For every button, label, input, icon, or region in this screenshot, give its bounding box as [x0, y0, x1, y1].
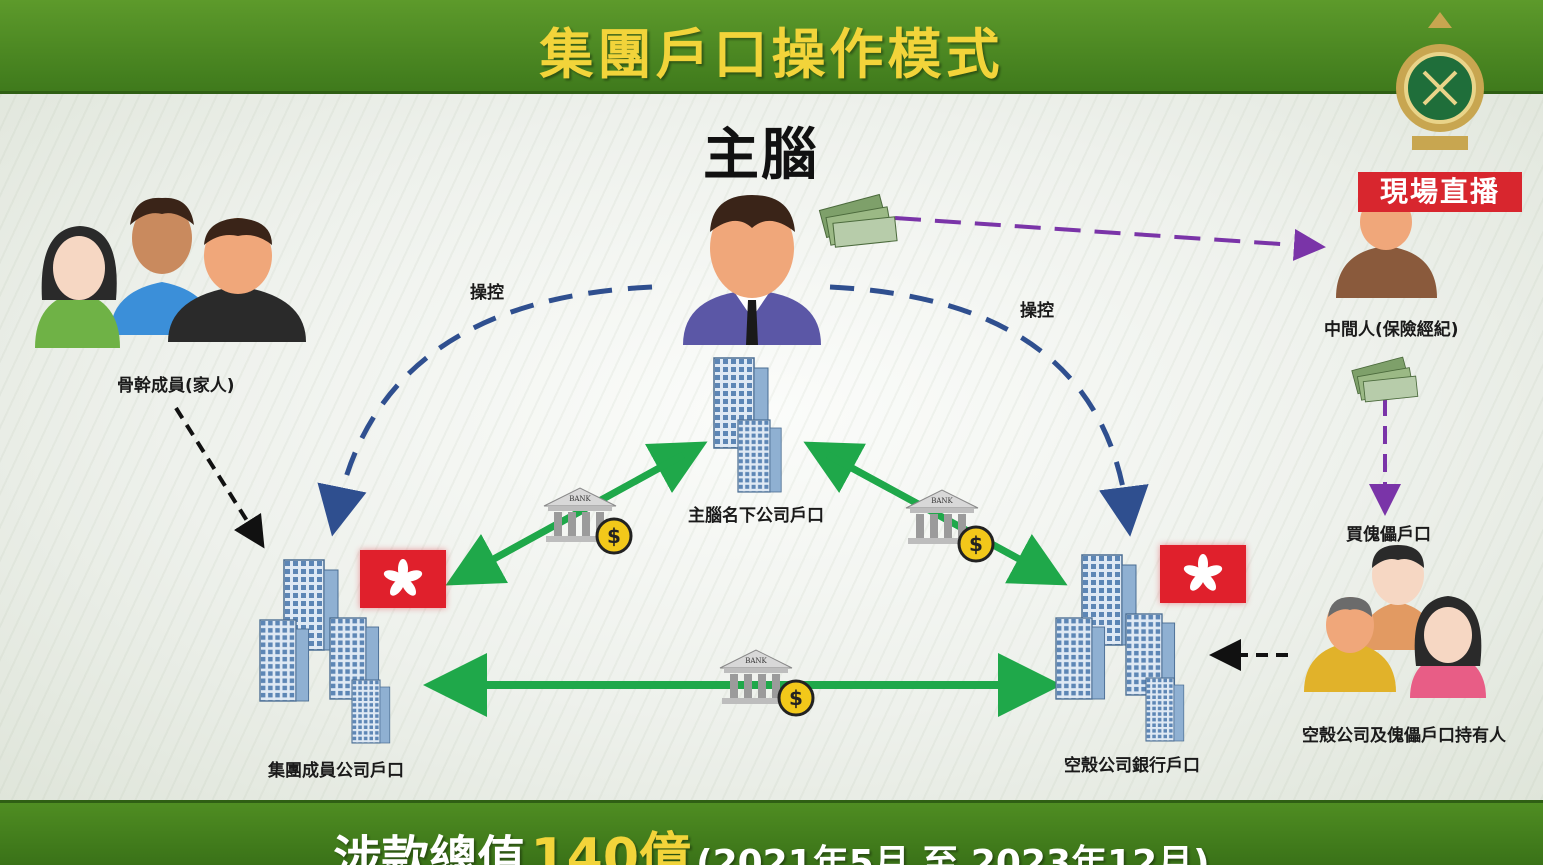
page-title: 集團戶口操作模式 [539, 23, 1004, 86]
emblem-icon [1396, 12, 1484, 150]
bank-label: BANK [931, 497, 953, 505]
shell-holders-label: 空殼公司及傀儡戶口持有人 [1302, 726, 1506, 746]
footer-amount: 140億 [530, 828, 692, 865]
live-badge: 現場直播 [1358, 172, 1522, 212]
footer-summary: 涉款總值 140億 (2021年5月 至 2023年12月) [0, 815, 1543, 865]
mastermind-account-label: 主腦名下公司戶口 [688, 506, 824, 526]
mastermind-label: 主腦 [703, 123, 819, 188]
family-arrow [174, 406, 265, 549]
control-label-right: 操控 [1020, 301, 1054, 321]
control-arrow-right [829, 284, 1149, 537]
cash-icon [818, 193, 898, 248]
cash-icon [1351, 356, 1419, 403]
middleman-label: 中間人(保險經紀) [1324, 320, 1459, 340]
coin-symbol: $ [969, 532, 983, 556]
coin-symbol: $ [789, 686, 803, 710]
core-members-label: 骨幹成員(家人) [117, 376, 235, 396]
footer-period: (2021年5月 至 2023年12月) [696, 843, 1210, 865]
bank-icon: BANK $ [905, 489, 995, 563]
transfer-arrow-right-down [826, 451, 1068, 586]
bank-icon: BANK $ [719, 649, 815, 717]
shell-bank-accounts-label: 空殼公司銀行戶口 [1064, 756, 1200, 776]
hk-flag-icon [360, 550, 446, 608]
header-bar: 集團戶口操作模式 [0, 0, 1543, 94]
footer-prefix: 涉款總值 [333, 831, 526, 865]
bank-icon: BANK $ [543, 487, 633, 555]
shell-holders-icon [1304, 545, 1486, 698]
bank-label: BANK [569, 495, 591, 503]
transfer-arrow-left-down [445, 451, 685, 586]
bank-label: BANK [745, 657, 767, 665]
control-label-left: 操控 [470, 283, 504, 303]
coin-symbol: $ [607, 524, 621, 548]
group-member-accounts-label: 集團成員公司戶口 [268, 761, 404, 781]
building-icon [713, 357, 782, 493]
buy-puppet-accounts-label: 買傀儡戶口 [1346, 525, 1431, 545]
family-members-icon [35, 197, 306, 348]
mastermind-icon [683, 195, 821, 345]
hk-flag-icon [1160, 545, 1246, 603]
money-arrow-to-middleman [894, 216, 1326, 261]
footer-bar: 涉款總值 140億 (2021年5月 至 2023年12月) [0, 800, 1543, 865]
control-arrow-left [317, 284, 653, 537]
